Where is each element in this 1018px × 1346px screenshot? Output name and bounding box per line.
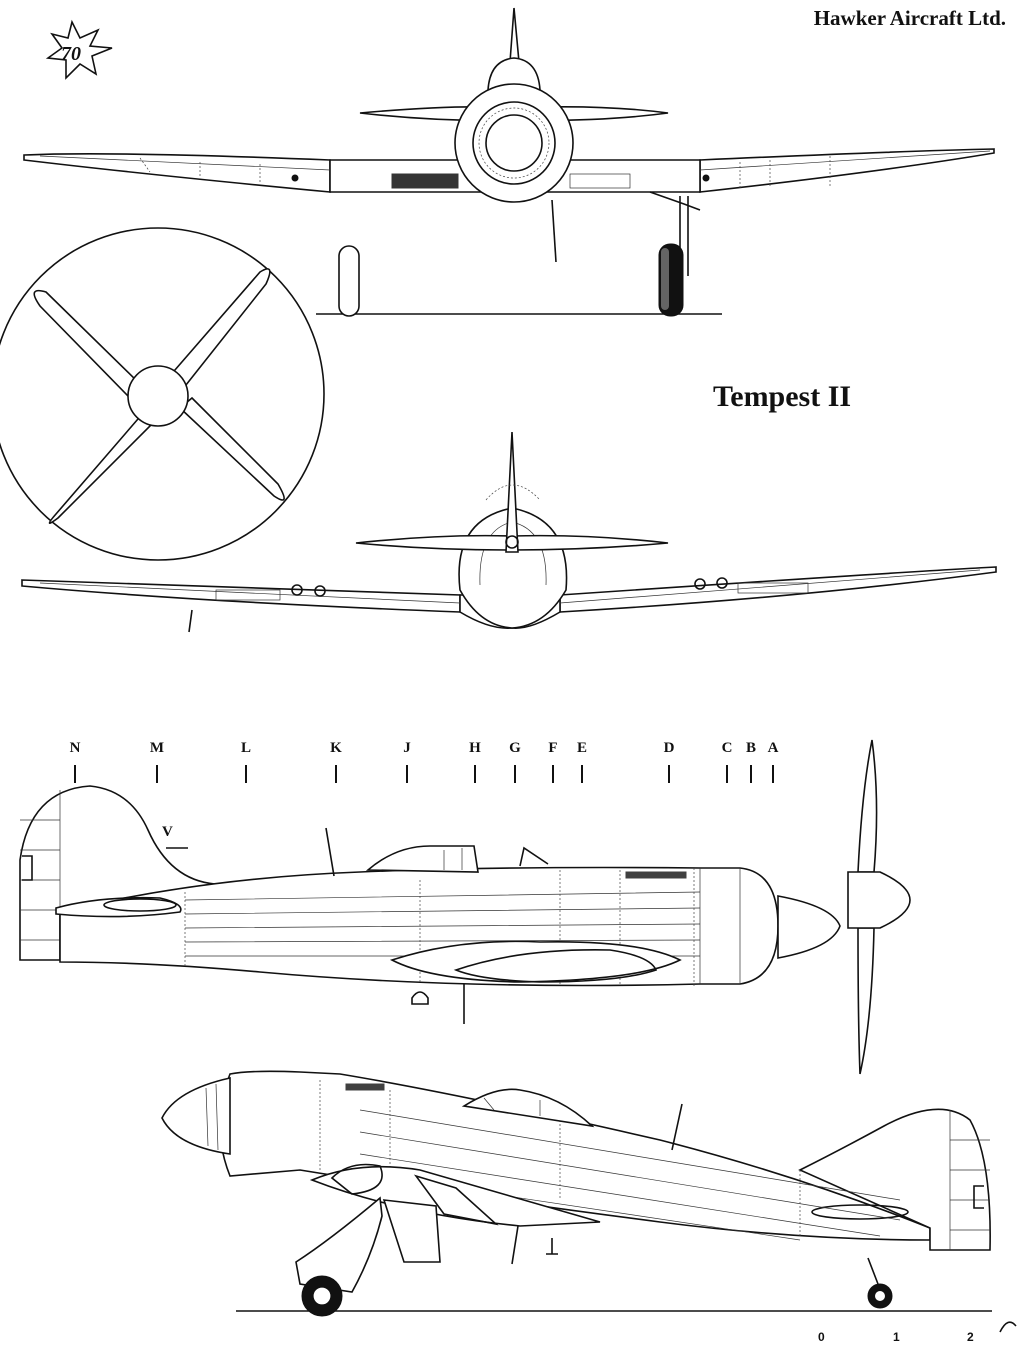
station-label-l: L bbox=[240, 740, 252, 756]
station-tick-d bbox=[668, 765, 670, 783]
station-tick-b bbox=[750, 765, 752, 783]
side-view bbox=[19, 739, 911, 1075]
scale-label-2: 2 bbox=[967, 1330, 974, 1344]
station-label-c: C bbox=[721, 740, 733, 756]
station-tick-n bbox=[74, 765, 76, 783]
station-tick-k bbox=[335, 765, 337, 783]
station-label-h: H bbox=[469, 740, 481, 756]
signature-mark bbox=[999, 1321, 1017, 1333]
aircraft-title: Tempest II bbox=[713, 380, 852, 413]
scale-label-1: 1 bbox=[893, 1330, 900, 1344]
publisher-badge-icon: 70 bbox=[45, 19, 113, 80]
station-tick-j bbox=[406, 765, 408, 783]
station-tick-g bbox=[514, 765, 516, 783]
station-label-b: B bbox=[745, 740, 757, 756]
station-tick-e bbox=[581, 765, 583, 783]
scale-label-0: 0 bbox=[818, 1330, 825, 1344]
side-view-ground bbox=[161, 1070, 992, 1317]
station-label-e: E bbox=[576, 740, 588, 756]
station-label-g: G bbox=[509, 740, 521, 756]
manufacturer-label: Hawker Aircraft Ltd. bbox=[813, 6, 1006, 30]
station-tick-f bbox=[552, 765, 554, 783]
station-label-d: D bbox=[663, 740, 675, 756]
station-label-j: J bbox=[403, 740, 411, 756]
station-tick-c bbox=[726, 765, 728, 783]
rear-view bbox=[21, 431, 997, 633]
station-tick-l bbox=[245, 765, 247, 783]
station-label-f: F bbox=[548, 740, 558, 756]
front-view bbox=[23, 7, 995, 317]
station-label-m: M bbox=[149, 740, 165, 756]
station-tick-a bbox=[772, 765, 774, 783]
propeller-disc bbox=[0, 227, 325, 561]
station-label-n: N bbox=[69, 740, 81, 756]
station-label-a: A bbox=[767, 740, 779, 756]
station-label-k: K bbox=[330, 740, 342, 756]
badge-number: 70 bbox=[61, 43, 81, 65]
station-v-label: V bbox=[162, 824, 173, 840]
station-tick-m bbox=[156, 765, 158, 783]
station-tick-h bbox=[474, 765, 476, 783]
